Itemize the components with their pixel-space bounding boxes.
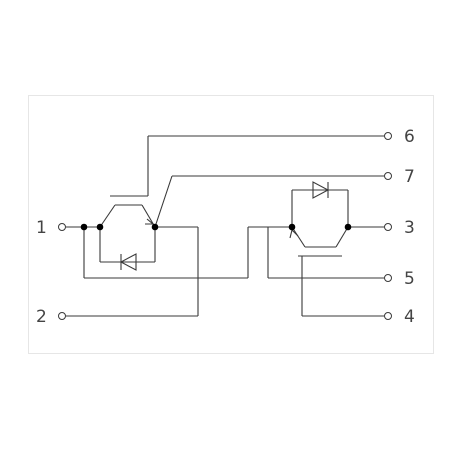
terminal-label-2: 2 [36, 307, 47, 327]
terminal-6 [384, 132, 392, 140]
terminal-5 [384, 274, 392, 282]
terminal-3 [384, 223, 392, 231]
junction-node [344, 223, 352, 231]
terminal-label-6: 6 [404, 127, 415, 147]
terminal-label-3: 3 [404, 218, 415, 238]
junction-node [80, 223, 88, 231]
terminal-4 [384, 312, 392, 320]
terminal-label-5: 5 [404, 269, 415, 289]
terminal-label-4: 4 [404, 307, 415, 327]
junction-node [96, 223, 104, 231]
diode-right [312, 181, 330, 199]
terminal-label-7: 7 [404, 167, 415, 187]
junction-node [151, 223, 159, 231]
diagram-frame [28, 95, 434, 354]
diode-left [119, 253, 137, 271]
igbt-left [66, 135, 384, 316]
terminal-1 [58, 223, 66, 231]
igbt-right [66, 189, 384, 317]
terminal-2 [58, 312, 66, 320]
terminal-label-1: 1 [36, 218, 47, 238]
junction-node [288, 223, 296, 231]
terminal-7 [384, 172, 392, 180]
